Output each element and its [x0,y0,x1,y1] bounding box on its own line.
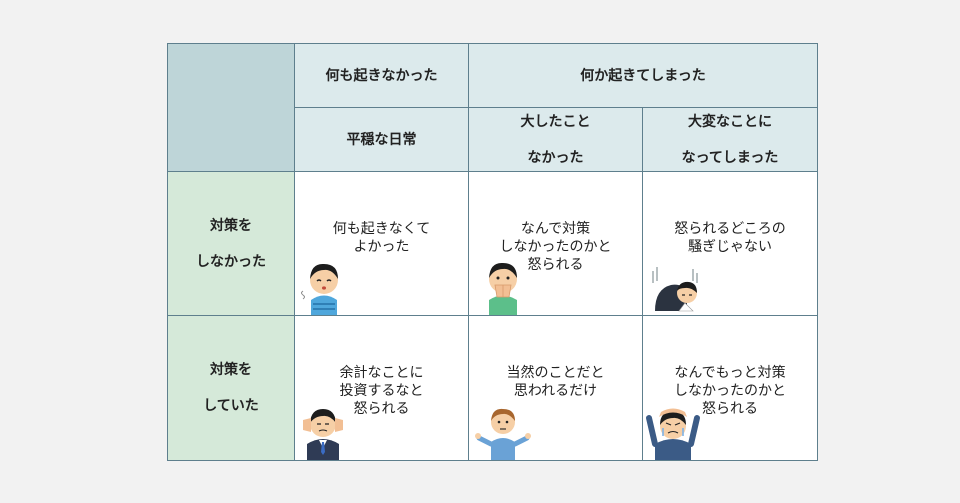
cell-no-measures-nothing-happened: 何も起きなくて よかった [295,172,469,316]
header-something-happened-label: 何か起きてしまった [580,67,706,84]
covering-ears-businessman-icon [303,409,343,460]
rowheader-had-measures-label: 対策を していた [203,343,259,433]
header-nothing-happened: 何も起きなかった [295,44,469,108]
head-holding-man-icon [646,408,700,460]
cell-text: なんで対策 しなかったのかと 怒られる [499,221,612,273]
rowheader-no-measures-label: 対策を しなかった [196,199,266,289]
rowheader-no-measures-line-2: しなかった [196,253,266,270]
relieved-boy-icon [301,263,338,315]
cell-text: なんでもっと対策 しなかったのかと 怒られる [674,365,786,417]
kneeling-despair-man-icon [652,267,698,312]
cell-no-measures-minor-incident: なんで対策 しなかったのかと 怒られる [469,172,643,316]
subheader-minor-line-2: なかった [527,149,584,166]
rowheader-no-measures-line-1: 対策を [210,217,252,234]
subheader-minor-incident-label: 大したこと なかった [521,95,591,185]
cell-text: 怒られるどころの 騒ぎじゃない [674,221,786,255]
rowheader-had-measures-line-1: 対策を [210,362,252,378]
subheader-minor-incident: 大したこと なかった [469,108,643,172]
subheader-ordinary-day-label: 平穏な日常 [346,131,417,148]
cell-had-measures-major-incident: なんでもっと対策 しなかったのかと 怒られる [643,316,817,460]
subheader-major-line-1: 大変なことに [688,113,772,130]
cell-had-measures-nothing-happened: 余計なことに 投資するなと 怒られる [295,316,469,460]
cell-had-measures-minor-incident: 当然のことだと 思われるだけ [469,316,643,460]
rowheader-had-measures-line-2: していた [203,398,259,414]
subheader-major-incident-label: 大変なことに なってしまった [682,95,779,185]
rowheader-no-measures: 対策を しなかった [168,172,295,316]
subheader-ordinary-day: 平穏な日常 [295,108,469,172]
subheader-major-incident: 大変なことに なってしまった [643,108,817,172]
subheader-minor-line-1: 大したこと [520,113,591,130]
cell-no-measures-major-incident: 怒られるどころの 騒ぎじゃない [643,172,817,316]
covering-mouth-boy-icon [489,262,517,315]
cell-text: 当然のことだと 思われるだけ [506,365,605,399]
subheader-major-line-2: なってしまった [681,149,779,166]
shrugging-man-icon [475,408,531,460]
corner-cell [168,44,295,172]
rowheader-had-measures: 対策を していた [168,316,295,460]
cell-text: 余計なことに 投資するなと 怒られる [339,365,424,417]
header-nothing-happened-label: 何も起きなかった [325,67,438,84]
outcome-matrix: 何も起きなかった 何か起きてしまった 平穏な日常 大したこと なかった 大変なこ… [167,43,818,461]
header-something-happened: 何か起きてしまった [469,44,817,108]
cell-text: 何も起きなくて よかった [332,221,431,255]
